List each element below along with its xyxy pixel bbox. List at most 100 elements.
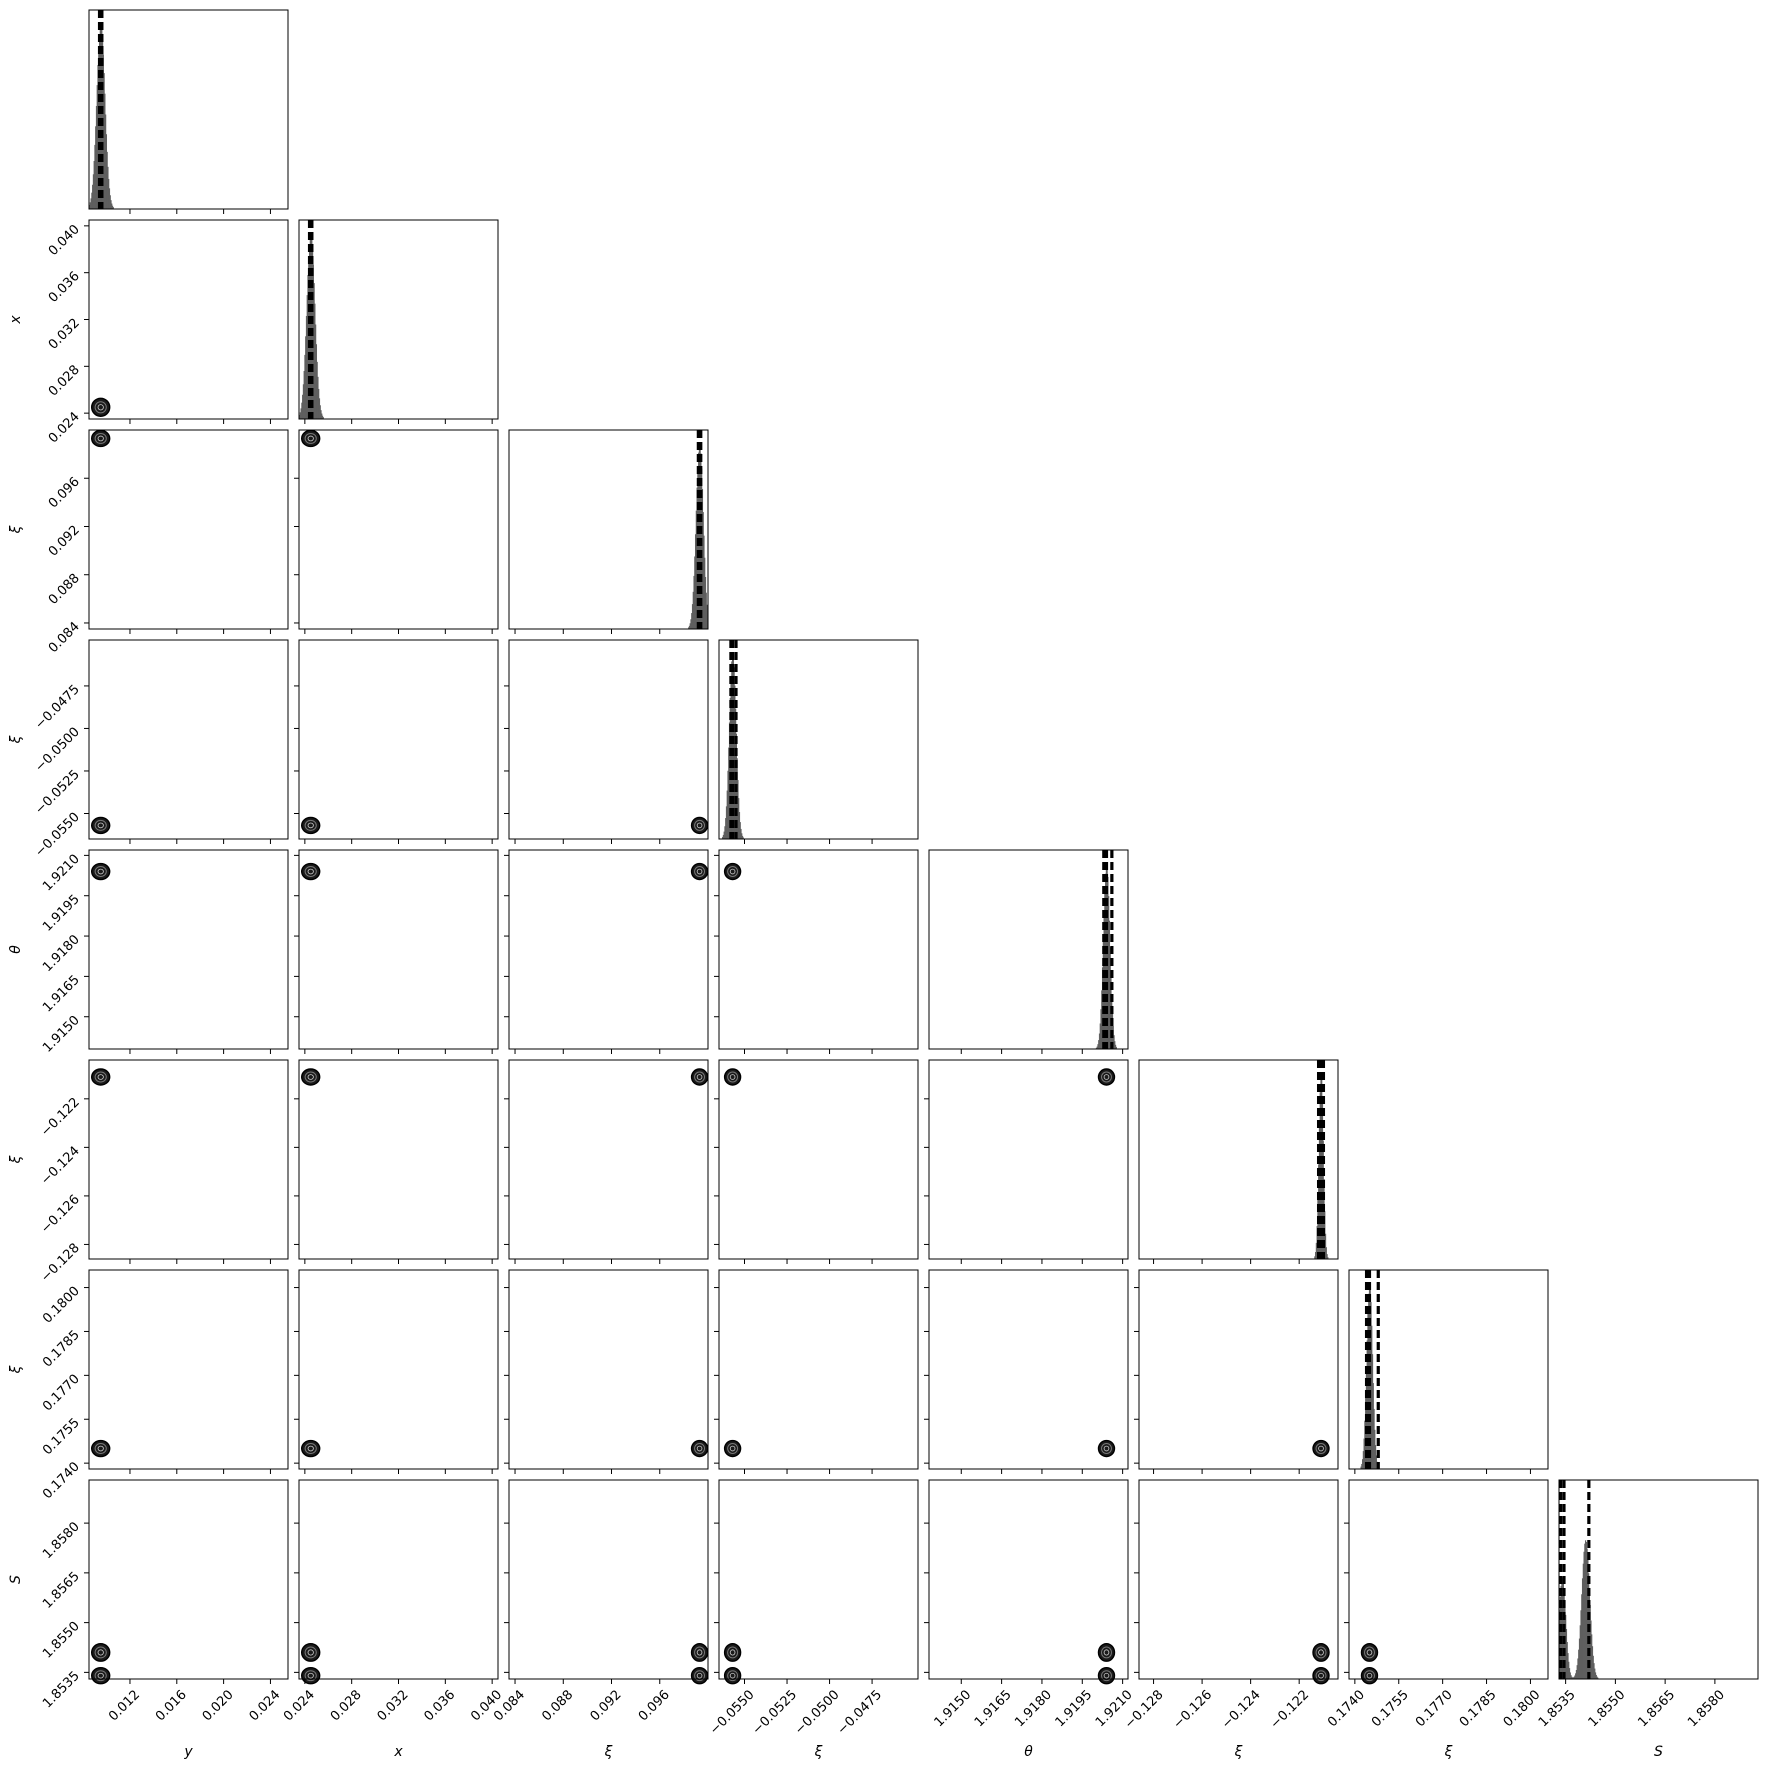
- x-axis-label: ξ: [1234, 1744, 1243, 1760]
- contour-inner: [1315, 1670, 1327, 1682]
- histogram-bar: [1114, 1044, 1117, 1049]
- contour-outer: [300, 429, 321, 448]
- panel-0-0: [88, 9, 289, 214]
- panel-3-2: [504, 639, 709, 844]
- contour-inner: [727, 1646, 739, 1659]
- histogram-bar: [1100, 1009, 1102, 1049]
- contour-inner: [694, 819, 706, 831]
- x-tick-label: 0.1800: [1501, 1687, 1544, 1730]
- histogram-bar: [94, 144, 96, 209]
- y-tick-label: 0.1785: [40, 1328, 83, 1371]
- histogram-bar: [1567, 1653, 1569, 1679]
- histogram-bar: [1595, 1674, 1597, 1679]
- panel-4-4: [928, 849, 1129, 1054]
- histogram-bar: [1559, 1610, 1561, 1679]
- contour-inner: [1101, 1071, 1112, 1083]
- panel-3-1: [294, 639, 499, 844]
- histogram-bar: [1575, 1673, 1577, 1679]
- histogram-bar: [1560, 1585, 1562, 1679]
- contour-core: [97, 822, 104, 829]
- histogram-bar: [299, 412, 301, 419]
- contour-inner: [1101, 1646, 1112, 1659]
- histogram-bar: [313, 283, 315, 419]
- histogram-bar: [305, 336, 307, 419]
- histogram-bar: [1096, 1046, 1098, 1049]
- x-tick-label: 0.1755: [1369, 1687, 1412, 1730]
- contour-inner: [94, 819, 107, 831]
- contour-outer: [1312, 1439, 1330, 1458]
- histogram-bar: [316, 361, 318, 419]
- x-tick-label: 0.024: [247, 1687, 284, 1724]
- x-tick-label: 0.012: [106, 1687, 143, 1724]
- histogram-bar: [1315, 1252, 1317, 1259]
- histogram-bar: [1109, 947, 1111, 1049]
- histogram-bar: [1565, 1614, 1567, 1679]
- contour-outer: [90, 1068, 111, 1086]
- histogram-bar: [694, 556, 696, 629]
- histogram-bar: [92, 174, 94, 209]
- axes-frame: [1138, 1269, 1339, 1470]
- histogram-bar: [1574, 1675, 1576, 1679]
- histogram-bar: [732, 654, 734, 839]
- panel-5-4: [924, 1059, 1129, 1264]
- axes-frame: [298, 219, 499, 420]
- y-tick-label: 0.092: [46, 523, 83, 560]
- histogram-bar: [732, 656, 734, 839]
- histogram-bar: [696, 487, 698, 629]
- contour-outer: [1097, 1439, 1116, 1458]
- panel-2-1: [294, 429, 499, 634]
- histogram-bar: [300, 408, 302, 419]
- axes-frame: [928, 1269, 1129, 1470]
- histogram-bar: [308, 257, 310, 419]
- histogram-bar: [315, 324, 317, 419]
- panel-5-2: [504, 1059, 709, 1264]
- panel-6-2: [504, 1269, 709, 1474]
- y-tick-label: 0.1800: [40, 1284, 83, 1327]
- contour-core: [1103, 1649, 1110, 1656]
- y-tick-label: −0.126: [38, 1192, 83, 1237]
- histogram-bar: [1588, 1588, 1591, 1679]
- axes-frame: [88, 1269, 289, 1470]
- x-tick-label: 0.1740: [1325, 1687, 1368, 1730]
- histogram-bar: [1566, 1642, 1568, 1679]
- histogram-bar: [704, 576, 707, 629]
- contour-outer: [300, 1439, 321, 1458]
- axes-frame: [928, 1059, 1129, 1260]
- histogram-bar: [1578, 1649, 1580, 1679]
- histogram-bar: [309, 235, 311, 419]
- histogram-bar: [1098, 1033, 1101, 1049]
- histogram-bar: [1585, 1541, 1587, 1679]
- x-tick-label: −0.0475: [835, 1687, 885, 1737]
- contour-inner: [727, 1670, 739, 1682]
- y-tick-label: 1.8580: [40, 1519, 83, 1562]
- axes-frame: [508, 1479, 709, 1680]
- histogram-bar: [695, 510, 697, 629]
- axes-frame: [508, 639, 709, 840]
- histogram-bar: [741, 833, 743, 839]
- axes-frame: [718, 1059, 919, 1260]
- contour-inner: [304, 1646, 317, 1659]
- histogram-bar: [1362, 1459, 1364, 1469]
- contour-outer: [1312, 1643, 1330, 1662]
- y-tick-label: 0.084: [46, 619, 83, 656]
- contour-core: [696, 1445, 703, 1452]
- contour-core: [696, 868, 703, 875]
- panel-3-3: [718, 639, 919, 844]
- contour-inner: [694, 1071, 706, 1083]
- x-axis-label: θ: [1024, 1744, 1033, 1760]
- x-axis-label: ξ: [814, 1744, 823, 1760]
- x-tick-label: 0.092: [588, 1687, 625, 1724]
- contour-core: [729, 1649, 736, 1656]
- histogram-bar: [722, 834, 724, 839]
- contour-core: [97, 1649, 104, 1656]
- contour-outer: [723, 1439, 742, 1458]
- x-tick-label: −0.0525: [750, 1687, 800, 1737]
- histogram-bar: [1375, 1455, 1377, 1469]
- y-tick-label: −0.0475: [32, 682, 82, 732]
- histogram-bar: [722, 836, 724, 839]
- histogram-bar: [694, 534, 697, 629]
